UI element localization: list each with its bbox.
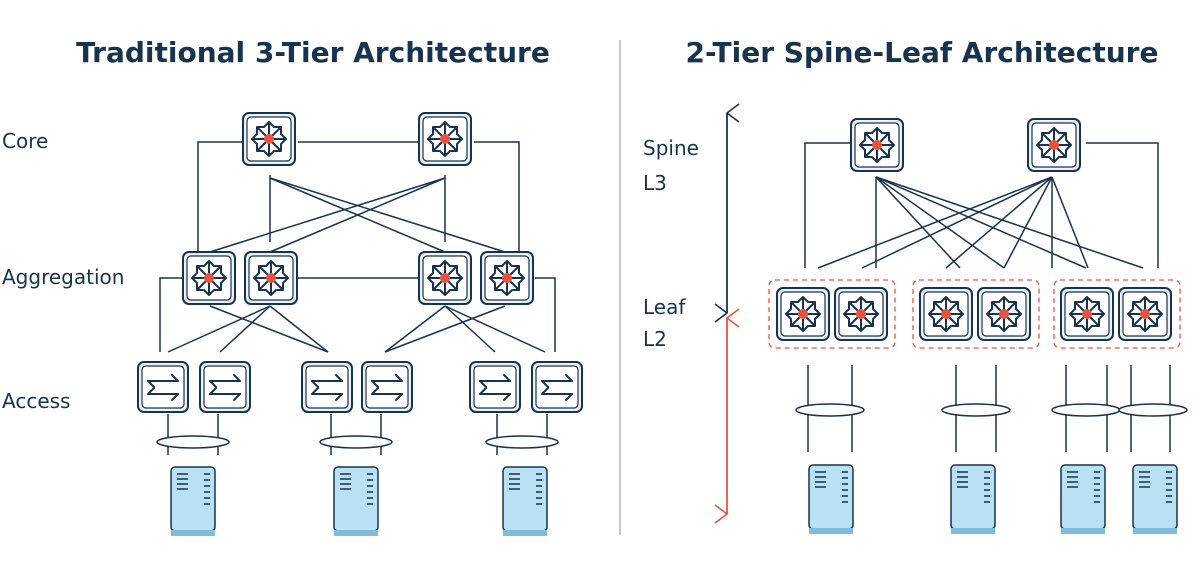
core-label: Core bbox=[2, 129, 48, 153]
right-title: 2-Tier Spine-Leaf Architecture bbox=[686, 36, 1159, 69]
leaf-router-4-icon bbox=[977, 287, 1031, 341]
three-tier-diagram: Core Aggregation Access bbox=[2, 112, 583, 536]
server-5-icon bbox=[950, 464, 996, 534]
aggregation-router-4-icon bbox=[480, 251, 534, 305]
left-title: Traditional 3-Tier Architecture bbox=[76, 36, 550, 69]
access-switch-3-icon bbox=[301, 361, 353, 413]
leaf-group-3 bbox=[1053, 279, 1181, 349]
aggregation-router-3-icon bbox=[418, 251, 472, 305]
access-switch-6-icon bbox=[531, 361, 583, 413]
leaf-group-2 bbox=[912, 279, 1040, 349]
core-links bbox=[197, 141, 520, 279]
spine-leaf-links bbox=[804, 142, 1159, 269]
server-3-icon bbox=[502, 466, 548, 536]
leaf-router-1-icon bbox=[776, 287, 830, 341]
leaf-router-3-icon bbox=[919, 287, 973, 341]
spine-router-2-icon bbox=[1027, 118, 1081, 172]
access-switch-2-icon bbox=[199, 361, 251, 413]
aggregation-links bbox=[159, 277, 556, 353]
server-7-icon bbox=[1132, 464, 1178, 534]
spine-layer-label: L3 bbox=[643, 171, 667, 195]
leaf-router-2-icon bbox=[834, 287, 888, 341]
leaf-label: Leaf bbox=[643, 295, 686, 319]
leaf-layer-label: L2 bbox=[643, 327, 667, 351]
core-router-1-icon bbox=[242, 112, 296, 166]
server-4-icon bbox=[808, 464, 854, 534]
access-switch-4-icon bbox=[361, 361, 413, 413]
leaf-router-5-icon bbox=[1060, 287, 1114, 341]
server-6-icon bbox=[1060, 464, 1106, 534]
aggregation-router-2-icon bbox=[244, 251, 298, 305]
leaf-server-links bbox=[795, 365, 1188, 452]
leaf-group-1 bbox=[768, 279, 896, 349]
server-2-icon bbox=[333, 466, 379, 536]
access-server-links bbox=[156, 414, 559, 455]
access-switch-5-icon bbox=[469, 361, 521, 413]
aggregation-router-1-icon bbox=[182, 251, 236, 305]
core-router-2-icon bbox=[418, 112, 472, 166]
spine-router-1-icon bbox=[850, 118, 904, 172]
leaf-router-6-icon bbox=[1118, 287, 1172, 341]
aggregation-label: Aggregation bbox=[2, 265, 124, 289]
access-switch-1-icon bbox=[137, 361, 189, 413]
server-1-icon bbox=[170, 466, 216, 536]
spine-label: Spine bbox=[643, 136, 699, 160]
spine-leaf-diagram: Spine L3 Leaf L2 bbox=[643, 103, 1188, 534]
access-label: Access bbox=[2, 389, 70, 413]
